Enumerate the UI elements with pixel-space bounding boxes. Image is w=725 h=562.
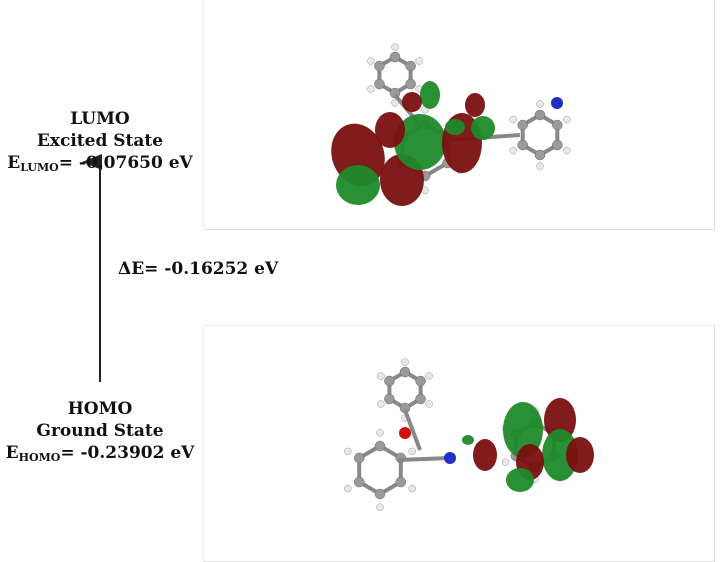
orbital-lobe-negative: [445, 119, 465, 135]
hydrogen-atom: [501, 458, 510, 466]
carbon-atom: [534, 109, 546, 121]
hydrogen-atom: [509, 115, 517, 124]
carbon-atom: [384, 375, 395, 387]
orbital-lobe-negative: [542, 429, 578, 481]
nitrogen-atom: [551, 97, 563, 109]
carbon-atom: [405, 60, 416, 72]
carbon-atom: [517, 119, 528, 131]
carbon-atom: [395, 476, 407, 488]
oxygen-atom: [399, 427, 411, 439]
hydrogen-atom: [425, 400, 433, 408]
nitrogen-atom: [444, 452, 456, 464]
hydrogen-atom: [367, 85, 375, 93]
carbon-atom: [374, 440, 386, 452]
lumo-molecule: [331, 43, 571, 206]
orbital-lobe-positive: [544, 398, 576, 442]
hydrogen-atom: [367, 57, 375, 65]
homo-energy: EHOMO= -0.23902 eV: [5, 443, 195, 464]
lumo-energy: ELUMO= -0.07650 eV: [7, 153, 193, 174]
carbon-atom: [389, 51, 401, 63]
orbital-lobe-negative: [336, 165, 380, 205]
hydrogen-atom: [509, 146, 517, 155]
hydrogen-atom: [377, 372, 385, 380]
hydrogen-atom: [563, 146, 571, 155]
carbon-atom: [384, 393, 395, 405]
carbon-atom: [552, 119, 563, 131]
hydrogen-atom: [425, 372, 433, 380]
carbon-atom: [374, 488, 386, 500]
hydrogen-atom: [376, 503, 384, 511]
orbital-lobe-positive: [566, 437, 594, 473]
orbital-lobe-negative: [503, 402, 543, 458]
bond: [403, 409, 422, 451]
orbital-lobe-positive: [402, 92, 422, 112]
orbital-lobe-negative: [471, 116, 495, 140]
orbital-lobe-positive: [473, 439, 497, 471]
hydrogen-atom: [391, 99, 399, 107]
homo-title: HOMO: [67, 399, 133, 419]
hydrogen-atom: [536, 100, 544, 108]
hydrogen-atom: [415, 57, 423, 65]
lumo-label: LUMO Excited State ELUMO= -0.07650 eV: [0, 108, 200, 179]
orbital-lobe-positive: [465, 93, 485, 117]
hydrogen-atom: [376, 429, 384, 437]
hydrogen-atom: [408, 484, 416, 493]
carbon-atom: [517, 139, 528, 151]
carbon-atom: [534, 149, 546, 161]
carbon-atom: [405, 78, 416, 90]
carbon-atom: [399, 366, 411, 378]
carbon-atom: [374, 78, 385, 90]
hydrogen-atom: [401, 358, 409, 366]
orbital-lobe-negative: [420, 81, 440, 109]
orbital-lobe-negative: [394, 114, 446, 170]
orbital-lobe-negative: [506, 468, 534, 492]
homo-molecule: [344, 358, 594, 511]
orbital-lobe-negative: [462, 435, 474, 445]
hydrogen-atom: [408, 447, 416, 456]
carbon-atom: [353, 452, 365, 464]
hydrogen-atom: [391, 43, 399, 51]
homo-state: Ground State: [36, 421, 164, 441]
energy-gap-label: ΔE= -0.16252 eV: [118, 259, 279, 279]
hydrogen-atom: [344, 484, 352, 493]
hydrogen-atom: [563, 115, 571, 124]
carbon-atom: [374, 60, 385, 72]
lumo-title: LUMO: [70, 109, 130, 129]
carbon-atom: [552, 139, 563, 151]
carbon-atom: [353, 476, 365, 488]
lumo-state: Excited State: [36, 131, 164, 151]
homo-label: HOMO Ground State EHOMO= -0.23902 eV: [0, 398, 200, 469]
bond: [397, 456, 451, 462]
homo-orbital-panel: [203, 325, 715, 562]
carbon-atom: [415, 393, 426, 405]
hydrogen-atom: [536, 162, 544, 170]
orbital-lobe-positive: [375, 112, 405, 148]
carbon-atom: [415, 375, 426, 387]
hydrogen-atom: [377, 400, 385, 408]
hydrogen-atom: [344, 447, 352, 456]
